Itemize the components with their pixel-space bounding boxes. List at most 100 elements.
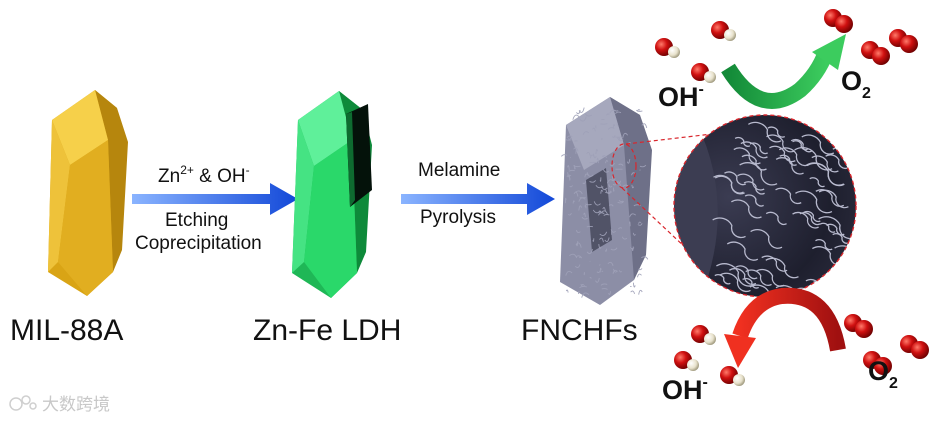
fiber-strand (565, 270, 573, 276)
fiber-strand (611, 175, 616, 181)
fiber-strand (615, 111, 622, 115)
fiber-strand (641, 256, 649, 260)
label-mil-88a: MIL-88A (10, 314, 123, 347)
fiber-strand (618, 199, 624, 202)
zoom-fiber-strand (790, 138, 813, 153)
fiber-strand (572, 200, 575, 204)
fiber-strand (622, 132, 629, 139)
fiber-strand (632, 232, 636, 236)
fiber-strand (593, 201, 601, 206)
fiber-strand (609, 204, 614, 207)
oxygen-molecule (863, 351, 892, 375)
zoom-fiber-strand (719, 272, 751, 293)
fiber-strand (576, 110, 581, 115)
fiber-strand (582, 181, 587, 185)
fiber-strand (604, 237, 610, 243)
zoom-fiber-strand (812, 280, 838, 296)
hydrogen-atom (668, 46, 680, 58)
fiber-strand (589, 180, 596, 183)
fiber-strand (637, 273, 642, 278)
fiber-strand (578, 197, 586, 202)
fiber-strand (573, 165, 581, 168)
fiber-strand (581, 216, 588, 220)
fiber-strand (567, 172, 571, 178)
fiber-strand (599, 264, 601, 266)
zoom-fiber-strand (713, 174, 745, 195)
zoom-fiber-strand (745, 269, 772, 286)
zoom-fiber-strand (741, 154, 767, 171)
oxygen-atom (855, 320, 873, 338)
fiber-strand (617, 200, 625, 204)
watermark: 大数跨境 (9, 395, 110, 414)
fiber-strand (578, 205, 583, 211)
zoom-fiber-strand (831, 270, 856, 292)
oxygen-molecule (900, 335, 929, 359)
zoom-fiber-strand (825, 154, 849, 169)
fiber-strand (608, 184, 613, 188)
zoom-fiber-strand (818, 216, 856, 240)
fiber-strand (569, 185, 573, 188)
fiber-strand (596, 270, 601, 273)
fiber-strand (575, 230, 581, 234)
zoom-fiber-strand (744, 194, 764, 207)
zoom-fiber-strand (833, 129, 856, 149)
label-fnchfs: FNCHFs (521, 314, 638, 347)
oxygen-atom (872, 47, 890, 65)
zoom-fiber-strand (726, 241, 759, 261)
zoom-fiber-strand (742, 277, 759, 289)
fiber-strand (595, 149, 599, 155)
fiber-strand (595, 278, 600, 283)
fiber-strand (593, 153, 597, 159)
zoom-fiber-strand (779, 154, 797, 166)
fiber-strand (573, 147, 579, 152)
fiber-strand (568, 169, 575, 172)
fiber-strand (599, 231, 608, 236)
zoom-fiber-strand (775, 157, 804, 175)
hydroxide-molecule (711, 21, 736, 41)
zoom-fiber-strand (803, 210, 821, 223)
fiber-strand (600, 283, 608, 286)
zoom-fiber-strand (769, 145, 796, 163)
zoom-fiber-strand (826, 223, 845, 236)
fiber-strand (639, 164, 647, 168)
step1-etching: Etching (165, 210, 228, 231)
top-product-o2: O2 (841, 66, 871, 102)
fiber-strand (575, 149, 578, 154)
fiber-strand (612, 187, 615, 192)
fiber-strand (637, 223, 643, 226)
fiber-strand (601, 185, 608, 190)
oxygen-molecule (824, 9, 853, 33)
fiber-strand (586, 172, 594, 177)
fiber-strand (626, 159, 631, 164)
oxygen-atom (874, 357, 892, 375)
fiber-strand (602, 207, 606, 212)
fiber-strand (565, 138, 572, 141)
fiber-strand (564, 197, 567, 204)
fiber-strand (584, 205, 587, 209)
fiber-strand (599, 237, 604, 243)
fiber-strand (601, 155, 607, 159)
zoom-fiber-strand (750, 229, 783, 249)
fiber-strand (607, 127, 615, 130)
fiber-strand (592, 209, 601, 214)
zoom-fiber-strand (766, 134, 796, 153)
fiber-strand (604, 248, 608, 252)
fiber-strand (612, 135, 616, 138)
fiber-strand (629, 221, 631, 227)
zoom-fiber-strand (819, 222, 836, 233)
fiber-strand (598, 210, 602, 214)
fiber-strand (598, 244, 602, 249)
watermark-text: 大数跨境 (42, 395, 110, 414)
zoom-fiber-strand (775, 187, 802, 205)
bottom-reactant-o2: O2 (868, 356, 898, 392)
fiber-strand (567, 212, 572, 216)
fiber-strand (586, 248, 593, 255)
fiber-strand (574, 264, 581, 268)
zoom-fiber-strand (748, 121, 782, 143)
fiber-strand (584, 113, 593, 117)
zoom-fiber-strand (822, 273, 856, 295)
zoom-fiber-strand (731, 199, 762, 219)
zoom-fiber-strand (778, 147, 810, 167)
zoom-fiber-strand (724, 171, 747, 186)
